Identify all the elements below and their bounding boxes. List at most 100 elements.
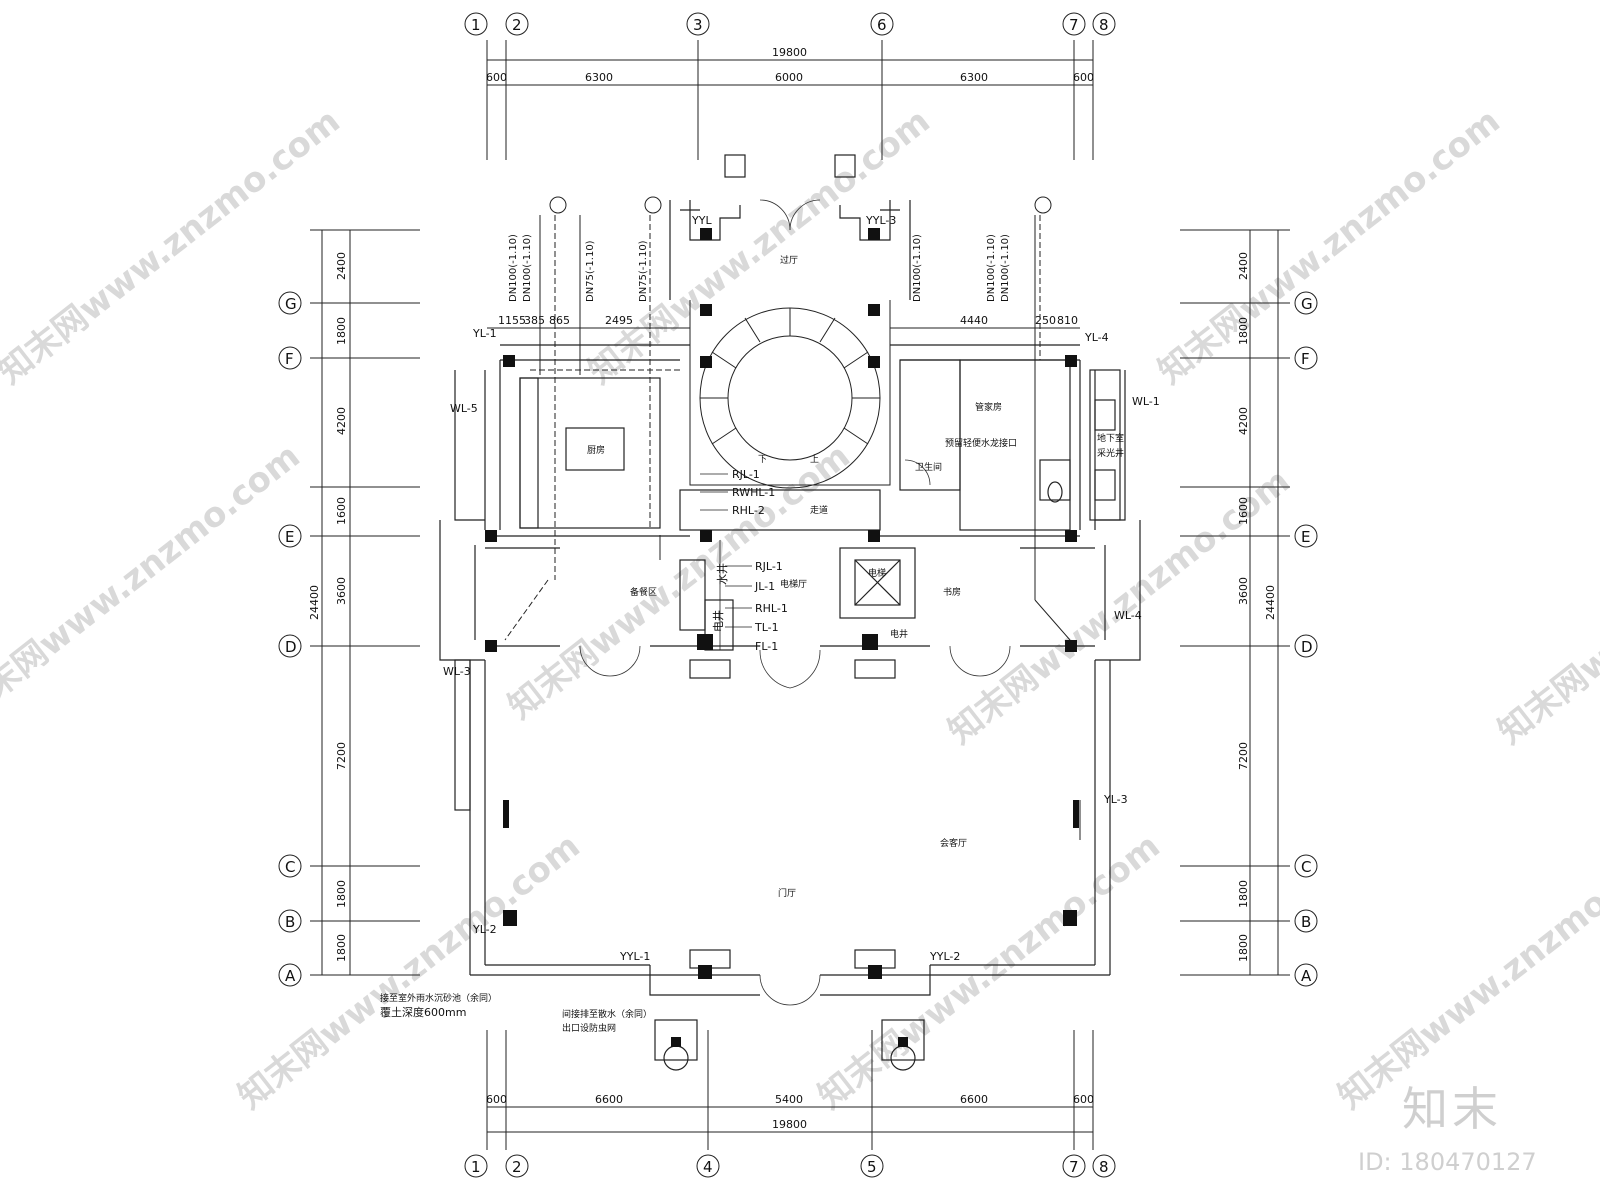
axis-label-left: C	[285, 858, 295, 876]
room-passage-hall: 过厅	[780, 254, 798, 266]
watermark-text: 知末网www.znzmo.com	[1491, 461, 1600, 752]
axis-label-left: F	[285, 350, 294, 368]
left-dim: 3600	[335, 577, 348, 605]
room-elec-shaft-vertical: 电井	[711, 610, 725, 632]
axis-label-left: D	[285, 638, 297, 656]
left-dim: 1600	[335, 497, 348, 525]
pipe-label: DN100(-1.10)	[522, 234, 533, 302]
pipe-label: DN75(-1.10)	[585, 240, 596, 302]
tag-wl-5: WL-5	[450, 402, 478, 415]
tag-yl-1: YL-1	[472, 327, 497, 340]
left-dim: 1800	[335, 880, 348, 908]
watermark-text: 知末网www.znzmo.com	[1151, 101, 1508, 392]
axis-label-right: B	[1301, 913, 1311, 931]
sub-dim: 810	[1057, 314, 1078, 327]
tag-yl-4: YL-4	[1084, 331, 1109, 344]
tag-yyl-2: YYL-2	[929, 950, 960, 963]
spiral-staircase	[689, 300, 891, 489]
room-reception-hall: 会客厅	[940, 837, 967, 849]
room-dining-prep: 备餐区	[630, 586, 657, 598]
room-butler: 管家房	[975, 401, 1002, 413]
room-kitchen: 厨房	[587, 444, 605, 456]
top-dim: 6300	[960, 71, 988, 84]
axis-label-bottom: 2	[512, 1158, 522, 1176]
pipe-label: DN100(-1.10)	[1000, 234, 1011, 302]
note-drain-mesh: 出口设防虫网	[562, 1022, 616, 1034]
bottom-dim: 6600	[595, 1093, 623, 1106]
top-dim: 600	[1073, 71, 1094, 84]
left-dim: 1800	[335, 934, 348, 962]
right-dim: 7200	[1237, 742, 1250, 770]
columns	[485, 228, 1079, 1047]
pipe-label: DN100(-1.10)	[508, 234, 519, 302]
bottom-total-dim: 19800	[772, 1118, 807, 1131]
tag-wl-4: WL-4	[1114, 609, 1142, 622]
right-total-dim: 24400	[1264, 585, 1277, 620]
axis-bubbles	[278, 12, 1318, 1178]
left-dim: 7200	[335, 742, 348, 770]
sub-dim: 1155	[498, 314, 526, 327]
top-dim: 6300	[585, 71, 613, 84]
stair-down-label: 下	[758, 455, 767, 465]
sub-dim: 865	[549, 314, 570, 327]
tag-yyl: YYL	[691, 214, 712, 227]
bottom-dim: 600	[486, 1093, 507, 1106]
tag-wl-3: WL-3	[443, 665, 471, 678]
bottom-dim: 5400	[775, 1093, 803, 1106]
axis-label-bottom: 4	[703, 1158, 713, 1176]
axis-label-bottom: 8	[1099, 1158, 1109, 1176]
axis-label-right: E	[1301, 528, 1310, 546]
right-dim: 1600	[1237, 497, 1250, 525]
sub-dims-left: 1155 385 865 2495	[498, 314, 633, 327]
pipe-label: DN75(-1.10)	[638, 240, 649, 302]
axis-label-top: 3	[693, 16, 703, 34]
brand-logo: 知末	[1402, 1082, 1502, 1136]
walls	[439, 154, 1141, 1071]
tag-yl-2: YL-2	[472, 923, 497, 936]
top-dim: 6000	[775, 71, 803, 84]
axis-label-right: F	[1301, 350, 1310, 368]
right-dim: 1800	[1237, 934, 1250, 962]
sub-dims-right: 4440 250 810	[960, 314, 1078, 327]
pipe-label: DN100(-1.10)	[912, 234, 923, 302]
bottom-dim: 6600	[960, 1093, 988, 1106]
riser-list: RJL-1 RWHL-1 RHL-2 RJL-1 JL-1 RHL-1 TL-1…	[732, 468, 788, 653]
right-dim: 2400	[1237, 252, 1250, 280]
leader-lines	[700, 473, 752, 650]
axis-label-right: G	[1301, 295, 1313, 313]
sub-dim: 2495	[605, 314, 633, 327]
axis-label-bottom: 1	[471, 1158, 481, 1176]
axis-label-right: D	[1301, 638, 1313, 656]
axis-label-top: 2	[512, 16, 522, 34]
room-toilet: 卫生间	[915, 461, 942, 473]
note-rain: 接至室外雨水沉砂池（余同）	[380, 992, 497, 1004]
note-rain-depth: 覆土深度600mm	[380, 1005, 466, 1019]
room-elec-shaft: 电井	[890, 628, 908, 640]
axis-label-left: B	[285, 913, 295, 931]
door-swings	[579, 199, 1011, 1006]
watermark-text: 知末网www.znzmo.com	[1331, 826, 1600, 1117]
room-entrance-hall: 门厅	[778, 887, 796, 899]
tag-yyl-3: YYL-3	[865, 214, 896, 227]
room-corridor: 走道	[810, 504, 828, 516]
tag-wl-1: WL-1	[1132, 395, 1160, 408]
riser-label: FL-1	[755, 640, 778, 653]
right-dim: 1800	[1237, 317, 1250, 345]
room-study: 书房	[943, 586, 961, 598]
left-dim: 4200	[335, 407, 348, 435]
right-dim: 4200	[1237, 407, 1250, 435]
top-dim: 600	[486, 71, 507, 84]
axis-label-left: G	[285, 295, 297, 313]
axis-label-left: A	[285, 967, 296, 985]
watermark-layer: 知末网www.znzmo.com 知末网www.znzmo.com 知末网www…	[0, 101, 1600, 1117]
watermark-text: 知末网www.znzmo.com	[0, 436, 308, 727]
sub-dim: 250	[1035, 314, 1056, 327]
pipe-runs-solid	[539, 215, 1081, 840]
room-basement-lightwell: 地下室	[1097, 432, 1124, 444]
note-reserve-water: 预留轻便水龙接口	[945, 437, 1017, 449]
axis-label-right: C	[1301, 858, 1311, 876]
left-dim: 1800	[335, 317, 348, 345]
axis-label-top: 1	[471, 16, 481, 34]
sub-dim: 4440	[960, 314, 988, 327]
